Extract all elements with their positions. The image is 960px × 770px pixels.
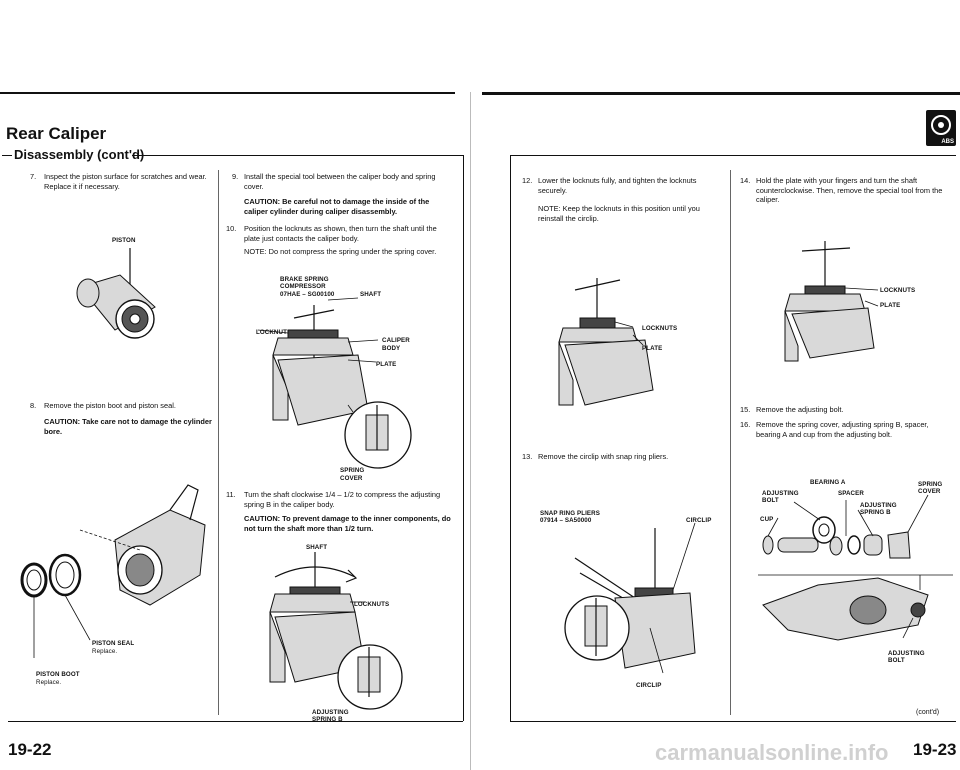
- plate12-label: PLATE: [642, 345, 663, 352]
- circlip-removal-illustration: [564, 522, 696, 674]
- caliper-body-label-1: CALIPER: [382, 337, 410, 344]
- column-divider: [218, 170, 219, 715]
- adjusting-bolt-label-2: BOLT: [762, 497, 779, 504]
- spring-cover16-label-2: COVER: [918, 488, 941, 495]
- step-13-number: 13.: [522, 452, 533, 461]
- step-8-text: Remove the piston boot and piston seal.: [44, 401, 176, 410]
- piston-seal-sub: Replace.: [92, 648, 118, 655]
- adjusting-spring-b-label-1: ADJUSTING: [312, 709, 349, 716]
- step-13-text: Remove the circlip with snap ring pliers…: [538, 452, 669, 461]
- piston-label: PISTON: [112, 237, 136, 244]
- top-rule-left: [0, 92, 455, 94]
- subtitle-rule-stub: [2, 155, 12, 156]
- adj-spring-b-label-2: SPRING B: [860, 509, 891, 516]
- cup-label: CUP: [760, 516, 774, 523]
- shaft-label: SHAFT: [360, 291, 382, 298]
- step-8-caution: CAUTION: Take care not to damage the cyl…: [44, 417, 212, 436]
- step-10-number: 10.: [226, 224, 237, 233]
- binding-line: [470, 92, 471, 770]
- subtitle-rule: [132, 155, 463, 156]
- tool-removal-illustration: [784, 241, 879, 362]
- adj-spring-b-label-1: ADJUSTING: [860, 502, 897, 509]
- step-7-text: Inspect the piston surface for scratches…: [44, 172, 207, 191]
- step-12-text: Lower the locknuts fully, and tighten th…: [538, 176, 697, 195]
- left-frame-right: [463, 155, 464, 721]
- plate-label: PLATE: [376, 361, 397, 368]
- right-frame-top: [510, 155, 956, 156]
- step-9-text: Install the special tool between the cal…: [244, 172, 436, 191]
- bearing-a-label: BEARING A: [810, 479, 846, 486]
- continued-label: (cont'd): [916, 709, 940, 716]
- step-9-caution: CAUTION: Be careful not to damage the in…: [244, 197, 430, 216]
- adjusting-bolt2-label-1: ADJUSTING: [888, 650, 925, 657]
- step-14-number: 14.: [740, 176, 751, 185]
- spring-cover-label-2: COVER: [340, 475, 363, 482]
- step-9-number: 9.: [232, 172, 239, 181]
- circlip2-label: CIRCLIP: [636, 682, 662, 689]
- brake-spring-label-1: BRAKE SPRING: [280, 276, 329, 283]
- left-frame-bottom: [8, 721, 463, 722]
- brake-spring-label-2: COMPRESSOR: [280, 283, 326, 290]
- spring-cover-label-1: SPRING: [340, 467, 365, 474]
- compressor-install-illustration: [257, 297, 412, 469]
- right-page-number: 19-23: [913, 740, 957, 759]
- spring-cover16-label-1: SPRING: [918, 481, 943, 488]
- step-16-number: 16.: [740, 420, 751, 429]
- section-subtitle: Disassembly (cont'd): [14, 147, 145, 162]
- abs-badge: ABS: [926, 110, 956, 146]
- step-11-text: Turn the shaft clockwise 1/4 – 1/2 to co…: [244, 490, 441, 509]
- caliper-body-label-2: BODY: [382, 345, 401, 352]
- locknuts-lowered-illustration: [558, 278, 654, 406]
- step-12-note: NOTE: Keep the locknuts in this position…: [538, 204, 700, 223]
- adjusting-bolt-label-1: ADJUSTING: [762, 490, 799, 497]
- spacer-label: SPACER: [838, 490, 864, 497]
- brake-spring-label-3: 07HAE – SG00100: [280, 291, 335, 298]
- step-15-number: 15.: [740, 405, 751, 414]
- step-11-number: 11.: [226, 490, 236, 499]
- piston-boot-label: PISTON BOOT: [36, 671, 80, 678]
- plate14-label: PLATE: [880, 302, 901, 309]
- piston-seal-label: PISTON SEAL: [92, 640, 135, 647]
- shaft-turn-illustration: [269, 552, 403, 710]
- snap-ring-label-2: 07914 – SA50000: [540, 517, 592, 524]
- exploded-parts-illustration: [758, 494, 953, 641]
- step-7-number: 7.: [30, 172, 37, 181]
- step-11-caution: CAUTION: To prevent damage to the inner …: [244, 514, 451, 533]
- step-10-note: NOTE: Do not compress the spring under t…: [244, 247, 437, 256]
- step-15-text: Remove the adjusting bolt.: [756, 405, 844, 414]
- page-title: Rear Caliper: [6, 124, 107, 143]
- piston-illustration: [76, 248, 156, 339]
- caliper-exploded-illustration: [20, 484, 206, 658]
- step-10-text: Position the locknuts as shown, then tur…: [244, 224, 437, 243]
- adjusting-spring-b-label-2: SPRING B: [312, 716, 343, 723]
- piston-boot-sub: Replace.: [36, 679, 62, 686]
- left-page-number: 19-22: [8, 740, 52, 759]
- locknuts14-label: LOCKNUTS: [880, 287, 916, 294]
- step-16-text: Remove the spring cover, adjusting sprin…: [756, 420, 929, 439]
- snap-ring-label-1: SNAP RING PLIERS: [540, 510, 600, 517]
- adjusting-bolt2-label-2: BOLT: [888, 657, 905, 664]
- brake-disc-icon: [931, 115, 951, 135]
- right-frame-bottom: [510, 721, 956, 722]
- step-8-number: 8.: [30, 401, 37, 410]
- top-rule-right: [482, 92, 960, 95]
- abs-badge-label: ABS: [941, 139, 954, 145]
- right-frame-left: [510, 155, 511, 721]
- step-12-number: 12.: [522, 176, 533, 185]
- shaft2-label: SHAFT: [306, 544, 328, 551]
- watermark: carmanualsonline.info: [655, 740, 889, 765]
- circlip-label: CIRCLIP: [686, 517, 712, 524]
- locknuts-label: LOCKNUTS: [256, 329, 292, 336]
- locknuts2-label: LOCKNUTS: [354, 601, 390, 608]
- locknuts12-label: LOCKNUTS: [642, 325, 678, 332]
- step-14-text: Hold the plate with your fingers and tur…: [756, 176, 943, 205]
- right-column-divider: [730, 170, 731, 715]
